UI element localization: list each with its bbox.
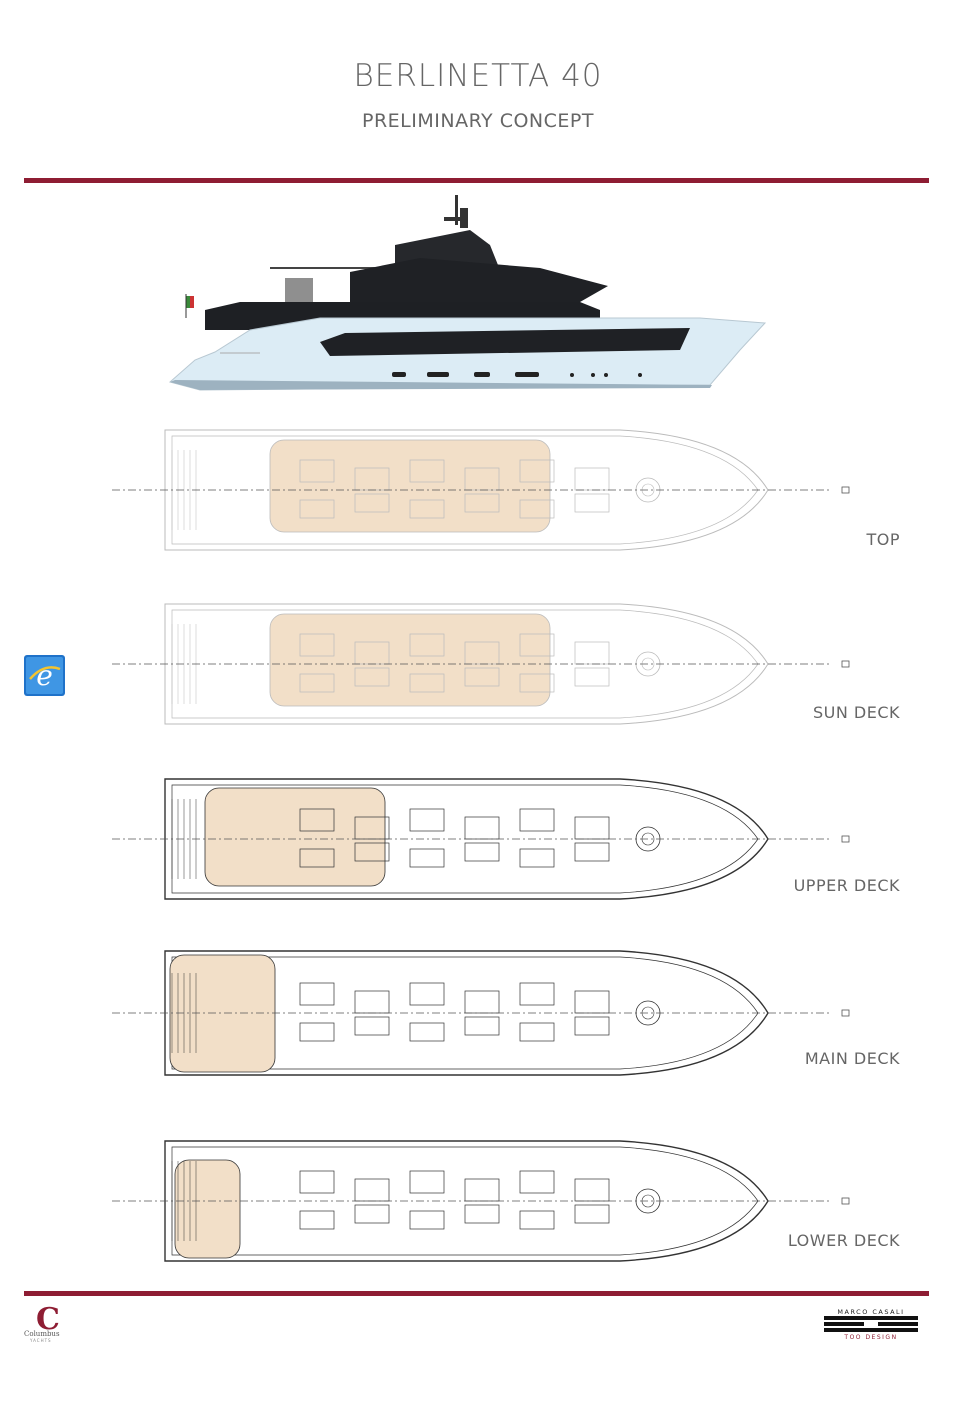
top-divider [24, 178, 929, 183]
internet-explorer-icon[interactable]: e [24, 655, 65, 696]
deck-label-upper: UPPER DECK [793, 876, 900, 895]
deck-label-lower: LOWER DECK [787, 1231, 900, 1250]
designer-mark-icon [824, 1316, 918, 1332]
deck-plan-sun [112, 603, 850, 725]
svg-text:e: e [36, 659, 53, 692]
bottom-divider [24, 1291, 929, 1296]
svg-text:C: C [36, 1303, 60, 1331]
page-title: BERLINETTA 40 [353, 58, 603, 94]
deck-plan-lower [112, 1140, 850, 1262]
columbus-logo: C Columbus YACHTS [24, 1302, 64, 1345]
deck-label-main: MAIN DECK [804, 1049, 900, 1068]
deck-label-top: TOP [866, 530, 900, 549]
columbus-brand: Columbus [24, 1330, 60, 1338]
page-subtitle: PRELIMINARY CONCEPT [362, 110, 594, 132]
designer-name: MARCO CASALI [837, 1308, 905, 1316]
designer-logo: MARCO CASALI TOO DESIGN [822, 1308, 920, 1344]
yacht-profile [168, 195, 767, 391]
columbus-c-icon: C [36, 1302, 60, 1337]
deck-plan-top [112, 429, 850, 551]
deck-plan-upper [112, 778, 850, 900]
columbus-sub: YACHTS [30, 1338, 52, 1343]
designer-studio: TOO DESIGN [844, 1334, 898, 1341]
deck-label-sun: SUN DECK [812, 703, 900, 722]
deck-plan-main [112, 950, 850, 1076]
